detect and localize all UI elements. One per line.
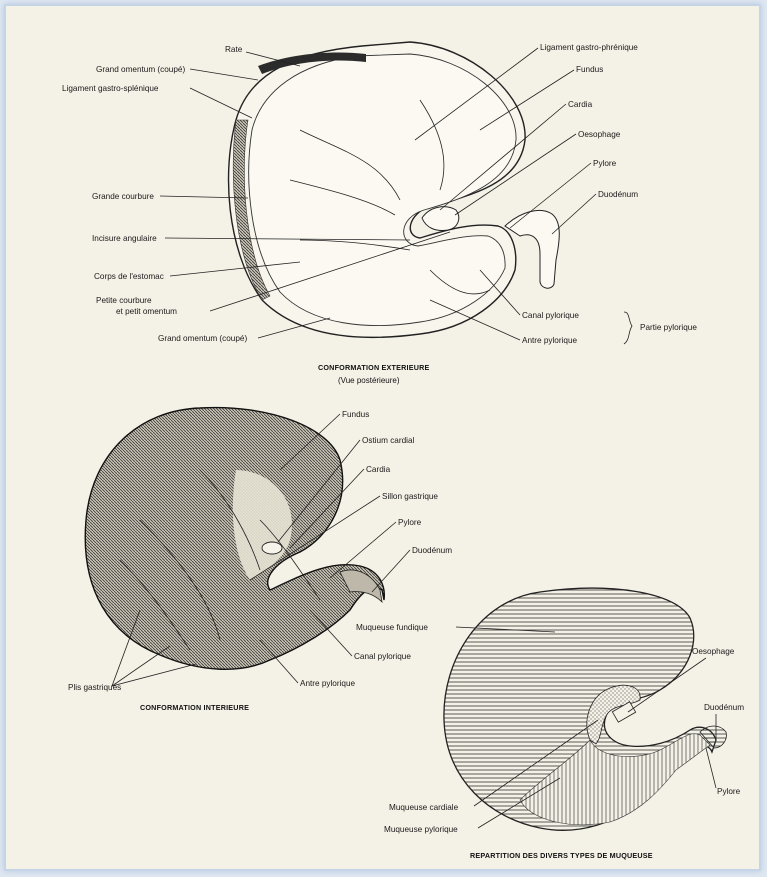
- label-antre-pylorique: Antre pylorique: [522, 336, 578, 345]
- label-oesophage: Oesophage: [578, 130, 621, 139]
- label-petit-omentum: et petit omentum: [116, 307, 177, 316]
- label-fig3-pylore: Pylore: [717, 787, 741, 796]
- label-fig2-plis-gastriques: Plis gastriques: [68, 683, 121, 692]
- label-fig2-cardia: Cardia: [366, 465, 391, 474]
- label-fig3-muqueuse-fundique: Muqueuse fundique: [356, 623, 428, 632]
- label-cardia: Cardia: [568, 100, 593, 109]
- label-incisure-angulaire: Incisure angulaire: [92, 234, 157, 243]
- label-rate: Rate: [225, 45, 243, 54]
- fig1-stomach-drawing: [229, 42, 560, 337]
- fig1-caption-sub: (Vue postérieure): [338, 376, 400, 385]
- label-fig2-ostium-cardial: Ostium cardial: [362, 436, 415, 445]
- fig2-caption: CONFORMATION INTERIEURE: [140, 703, 249, 712]
- label-fig2-antre-pylorique: Antre pylorique: [300, 679, 356, 688]
- label-duodenum: Duodénum: [598, 190, 638, 199]
- label-canal-pylorique: Canal pylorique: [522, 311, 579, 320]
- label-ligament-gastro-splenique: Ligament gastro-splénique: [62, 84, 159, 93]
- leader-fig3-pylore: [706, 748, 716, 788]
- fig2-stomach-drawing: [85, 408, 384, 670]
- fig3-mucosa-diagram: [444, 588, 726, 830]
- fig3-caption: REPARTITION DES DIVERS TYPES DE MUQUEUSE: [470, 851, 653, 860]
- label-grand-omentum-coupe: Grand omentum (coupé): [96, 65, 185, 74]
- label-fundus: Fundus: [576, 65, 603, 74]
- label-fig2-duodenum: Duodénum: [412, 546, 452, 555]
- label-ligament-gastro-phrenique: Ligament gastro-phrénique: [540, 43, 638, 52]
- label-grand-omentum-coupe-bas: Grand omentum (coupé): [158, 334, 247, 343]
- label-partie-pylorique: Partie pylorique: [640, 323, 697, 332]
- leader-fig2-plis-c: [112, 664, 196, 686]
- label-fig2-pylore: Pylore: [398, 518, 422, 527]
- leader-fig2-duodenum: [372, 550, 410, 592]
- label-fig2-sillon-gastrique: Sillon gastrique: [382, 492, 438, 501]
- leader-duodenum: [552, 194, 596, 234]
- label-petite-courbure: Petite courbure: [96, 296, 152, 305]
- label-fig3-muqueuse-pylorique: Muqueuse pylorique: [384, 825, 458, 834]
- leader-fig2-plis-b: [112, 646, 170, 686]
- fig1-caption: CONFORMATION EXTERIEURE: [318, 363, 429, 372]
- label-corps-estomac: Corps de l'estomac: [94, 272, 164, 281]
- label-fig2-canal-pylorique: Canal pylorique: [354, 652, 411, 661]
- label-fig3-oesophage: Oesophage: [692, 647, 735, 656]
- label-grande-courbure: Grande courbure: [92, 192, 154, 201]
- brace-partie-pylorique: [624, 312, 632, 344]
- label-fig3-duodenum: Duodénum: [704, 703, 744, 712]
- leader-omentum: [190, 69, 258, 80]
- label-pylore: Pylore: [593, 159, 617, 168]
- label-fig2-fundus: Fundus: [342, 410, 369, 419]
- label-fig3-muqueuse-cardiale: Muqueuse cardiale: [389, 803, 459, 812]
